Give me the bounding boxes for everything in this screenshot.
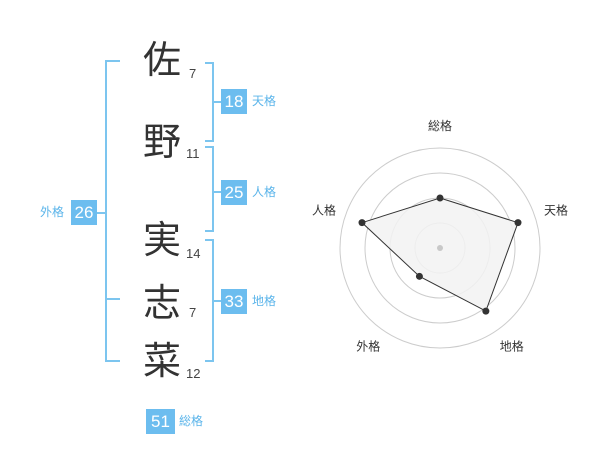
radar-point-5 <box>358 219 366 227</box>
jinkaku-bracket <box>205 146 214 232</box>
soukaku-badge: 51 <box>146 409 175 434</box>
stroke-count-3: 14 <box>186 246 201 261</box>
jinkaku-badge: 25 <box>221 180 247 205</box>
tenkaku-badge: 18 <box>221 89 247 114</box>
radar-axis-label-5: 人格 <box>312 202 336 217</box>
tenkaku-label: 天格 <box>252 94 277 108</box>
radar-axis-label-2: 天格 <box>544 202 568 217</box>
radar-axis-label-3: 地格 <box>500 339 524 354</box>
jinkaku-label: 人格 <box>252 185 277 199</box>
gaikaku-divider <box>107 298 120 300</box>
gaikaku-label: 外格 <box>40 205 65 219</box>
gaikaku-connector <box>97 212 106 214</box>
tenkaku-connector <box>213 101 221 103</box>
kanji-1: 佐 <box>142 38 181 82</box>
gaikaku-bracket <box>105 60 120 362</box>
stroke-count-2: 11 <box>186 146 200 161</box>
radar-point-2 <box>514 219 522 227</box>
gaikaku-badge: 26 <box>71 200 97 225</box>
radar-point-4 <box>415 272 423 280</box>
stroke-count-5: 12 <box>186 366 201 381</box>
radar-polygon <box>361 197 519 312</box>
radar-center <box>437 245 443 251</box>
radar-ring-4 <box>339 147 541 349</box>
radar-point-3 <box>482 307 490 315</box>
radar-axis-label-4: 外格 <box>356 339 380 354</box>
chikaku-badge: 33 <box>221 289 247 314</box>
kanji-3: 実 <box>142 218 181 262</box>
radar-point-1 <box>436 194 444 202</box>
chikaku-connector <box>213 300 221 302</box>
kanji-5: 菜 <box>142 339 181 383</box>
jinkaku-connector <box>213 191 221 193</box>
chikaku-label: 地格 <box>252 294 277 308</box>
stroke-count-1: 7 <box>189 66 197 81</box>
radar-axis-label-1: 総格 <box>428 118 452 133</box>
kanji-2: 野 <box>142 120 181 164</box>
soukaku-label: 総格 <box>179 414 204 428</box>
stroke-count-4: 7 <box>189 305 197 320</box>
kanji-4: 志 <box>142 281 181 325</box>
radar-ring-3 <box>364 172 516 324</box>
